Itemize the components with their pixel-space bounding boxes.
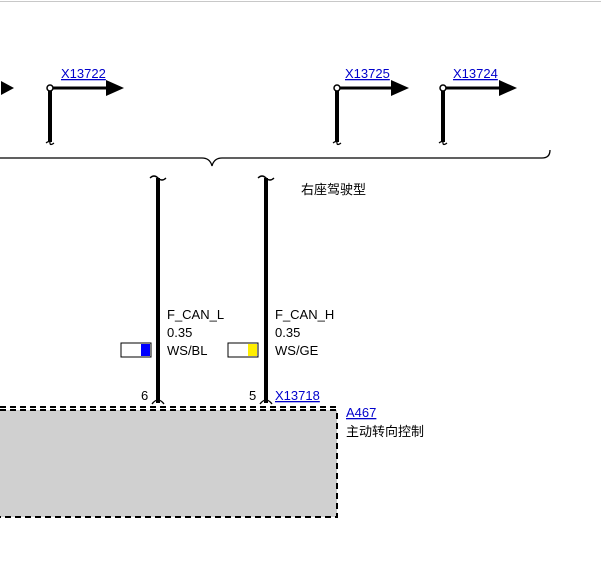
arrow-right-icon: [106, 80, 124, 96]
connector-x13725[interactable]: X13725: [332, 66, 409, 146]
pin-contact-icon: [151, 399, 165, 405]
connector-x13724-link[interactable]: X13724: [453, 66, 498, 81]
arrow-right-icon: [391, 80, 409, 96]
option-bracket: [0, 149, 551, 167]
connector-x13722[interactable]: X13722: [45, 66, 124, 146]
pin-contact-icon: [259, 399, 273, 405]
wire-gauge: 0.35: [167, 325, 192, 340]
wire-break-icon: [438, 140, 448, 146]
splice-dot-icon: [333, 84, 341, 92]
wire-signal-name: F_CAN_L: [167, 307, 224, 322]
splice-dot-icon: [439, 84, 447, 92]
component-id-link[interactable]: A467: [346, 405, 376, 420]
wire-stripe-swatch: [248, 344, 257, 356]
module-body: [0, 410, 337, 517]
pin-number: 5: [249, 388, 256, 403]
wire-f-can-l[interactable]: F_CAN_L 0.35 WS/BL 6: [120, 175, 224, 405]
connector-x13722-link[interactable]: X13722: [61, 66, 106, 81]
wire-break-icon: [45, 140, 55, 146]
connector-x13724[interactable]: X13724: [438, 66, 517, 146]
control-module[interactable]: [0, 406, 338, 518]
wire-color-code: WS/GE: [275, 343, 319, 358]
module-outline: [0, 409, 338, 518]
splice-dot-icon: [46, 84, 54, 92]
left-edge-arrow-icon: [1, 81, 14, 95]
pin-number: 6: [141, 388, 148, 403]
wire-f-can-h[interactable]: F_CAN_H 0.35 WS/GE 5: [227, 175, 334, 405]
component-name: 主动转向控制: [346, 424, 424, 440]
arrow-right-icon: [499, 80, 517, 96]
wire-signal-name: F_CAN_H: [275, 307, 334, 322]
module-connector-link[interactable]: X13718: [275, 388, 320, 403]
wire-color-code: WS/BL: [167, 343, 207, 358]
connector-x13725-link[interactable]: X13725: [345, 66, 390, 81]
variant-label: 右座驾驶型: [301, 183, 366, 198]
wire-break-icon: [332, 140, 342, 146]
wire-stripe-swatch: [141, 344, 150, 356]
wire-gauge: 0.35: [275, 325, 300, 340]
